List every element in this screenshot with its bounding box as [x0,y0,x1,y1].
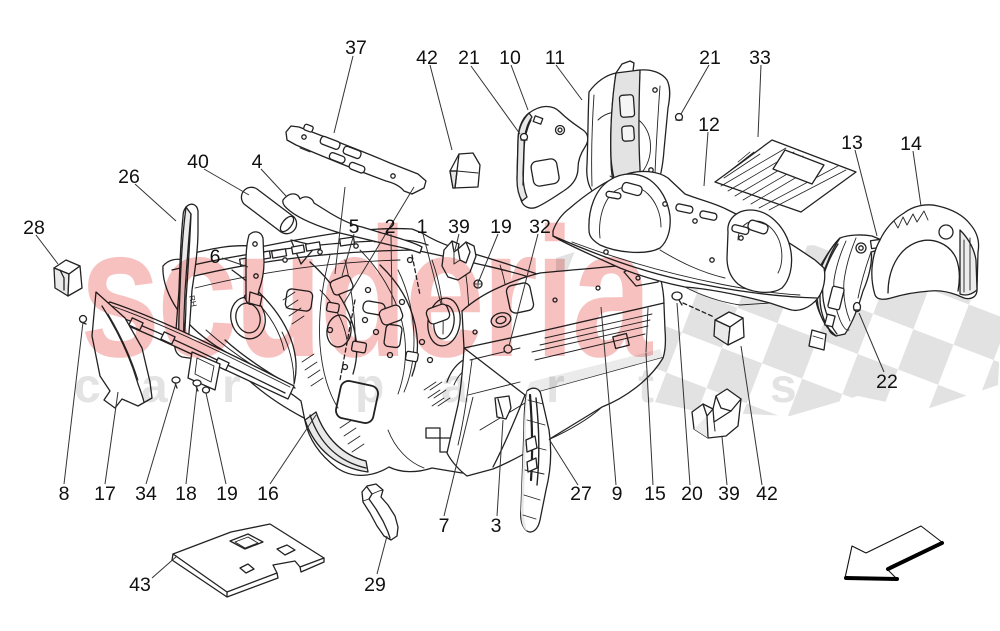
svg-text:39: 39 [718,483,740,505]
svg-text:33: 33 [749,47,771,69]
svg-text:37: 37 [345,37,367,59]
svg-text:r: r [222,360,241,413]
svg-text:c: c [74,360,101,413]
svg-text:2: 2 [385,216,396,238]
svg-text:p: p [355,360,384,413]
svg-text:a: a [141,360,168,413]
svg-text:7: 7 [439,515,450,537]
svg-text:22: 22 [876,371,898,393]
svg-text:16: 16 [257,483,279,505]
svg-text:6: 6 [210,246,221,268]
svg-text:r: r [546,360,565,413]
svg-text:42: 42 [756,483,778,505]
svg-text:18: 18 [175,483,197,505]
svg-text:10: 10 [499,47,521,69]
svg-text:4: 4 [252,151,263,173]
svg-text:19: 19 [216,483,238,505]
svg-text:21: 21 [458,47,480,69]
svg-text:39: 39 [448,216,470,238]
svg-text:3: 3 [491,515,502,537]
svg-text:43: 43 [129,574,151,596]
svg-text:RH: RH [187,295,198,308]
svg-text:5: 5 [349,216,360,238]
svg-text:34: 34 [135,483,157,505]
svg-text:a: a [441,360,468,413]
svg-text:32: 32 [529,216,551,238]
svg-text:t: t [638,360,654,413]
svg-text:14: 14 [900,133,922,155]
svg-text:9: 9 [612,483,623,505]
svg-text:28: 28 [23,217,45,239]
svg-text:40: 40 [187,151,209,173]
svg-text:27: 27 [570,483,592,505]
svg-text:26: 26 [118,166,140,188]
svg-text:42: 42 [416,47,438,69]
svg-text:20: 20 [681,483,703,505]
svg-text:13: 13 [841,132,863,154]
svg-text:17: 17 [94,483,116,505]
svg-text:29: 29 [364,574,386,596]
svg-text:1: 1 [417,216,428,238]
svg-text:12: 12 [698,114,720,136]
svg-text:8: 8 [59,483,70,505]
svg-text:scuderia: scuderia [80,190,654,396]
svg-text:11: 11 [545,47,565,69]
svg-text:s: s [770,360,797,413]
svg-text:15: 15 [644,483,666,505]
svg-text:19: 19 [490,216,512,238]
svg-text:21: 21 [699,47,721,69]
